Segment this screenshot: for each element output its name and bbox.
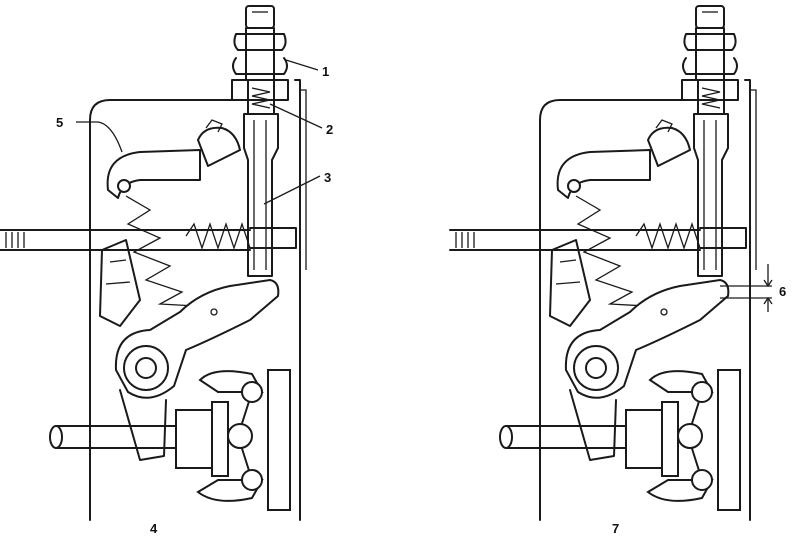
- callout-3: 3: [324, 170, 331, 185]
- callout-leaders: [76, 59, 323, 205]
- callout-1: 1: [322, 64, 329, 79]
- figure-caption-4: 4: [150, 521, 158, 536]
- callout-6: 6: [779, 284, 786, 299]
- figure-7-mechanism: [449, 5, 773, 521]
- callout-5: 5: [56, 115, 63, 130]
- figure-caption-7: 7: [612, 521, 619, 536]
- callout-2: 2: [326, 122, 333, 137]
- figure-4-mechanism: [0, 5, 307, 521]
